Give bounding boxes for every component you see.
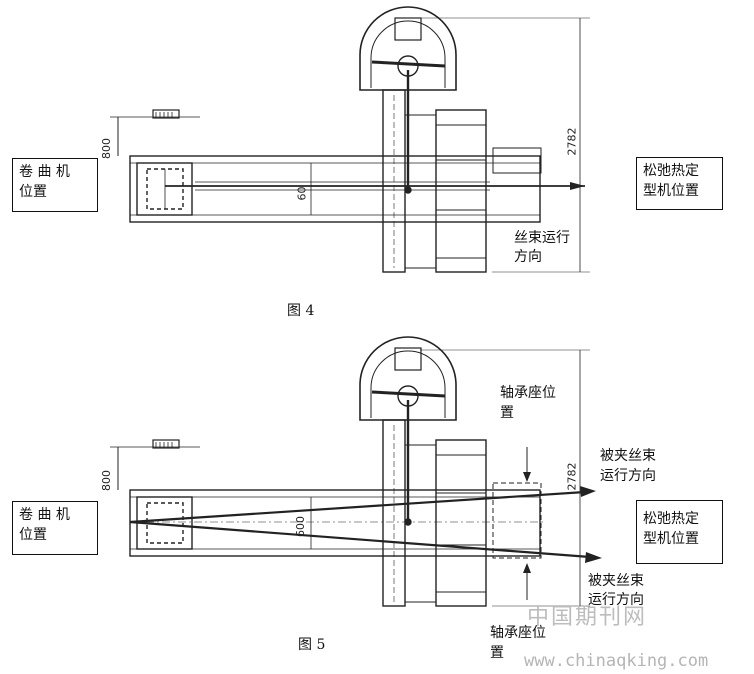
fig5-setter-label-line2: 型机位置 — [643, 531, 699, 547]
fig4-heat-setter-position-box: 松弛热定 型机位置 — [636, 157, 723, 210]
fig4-dim-2782: 2782 — [565, 127, 579, 156]
fig5-bearing-bottom-line1: 轴承座位 — [490, 625, 546, 641]
fig5-setter-label-line1: 松弛热定 — [643, 511, 699, 527]
fig5-bearing-bottom-line2: 置 — [490, 645, 504, 661]
fig5-winder-position-box: 卷 曲 机 位置 — [12, 501, 98, 555]
fig4-dim-800: 800 — [100, 138, 113, 159]
fig4-winder-position-box: 卷 曲 机 位置 — [12, 158, 98, 212]
fig4-setter-label-line1: 松弛热定 — [643, 163, 699, 179]
watermark-cn: 中国期刊网 — [527, 605, 648, 630]
fig5-clamped-bottom-line2: 运行方向 — [588, 592, 644, 608]
fig4-setter-label-line2: 型机位置 — [643, 183, 699, 199]
fig4-direction-label-line1: 丝束运行 — [514, 230, 570, 246]
fig4-winder-label-line1: 卷 曲 机 — [19, 164, 70, 180]
fig4-dim-60: 60 — [295, 186, 309, 201]
fig5-bearing-top-line1: 轴承座位 — [500, 385, 556, 401]
fig5-dim-2782: 2782 — [565, 462, 579, 491]
fig5-dim-600: 600 — [294, 516, 307, 537]
fig4-winder-label-line2: 位置 — [19, 184, 47, 200]
fig5-bearing-top-line2: 置 — [500, 405, 514, 421]
fig5-caption: 图 5 — [298, 637, 326, 653]
fig5-heat-setter-position-box: 松弛热定 型机位置 — [636, 500, 723, 564]
fig5-dim-800: 800 — [100, 470, 113, 491]
fig4-caption: 图 4 — [287, 303, 315, 319]
fig5-winder-label-line1: 卷 曲 机 — [19, 507, 70, 523]
fig4-direction-label-line2: 方向 — [514, 249, 542, 265]
fig5-clamped-top-line2: 运行方向 — [600, 468, 656, 484]
fig5-winder-label-line2: 位置 — [19, 527, 47, 543]
fig5-clamped-top-line1: 被夹丝束 — [600, 448, 656, 464]
watermark-url: www.chinaqking.com — [524, 651, 709, 671]
fig5-clamped-bottom-line1: 被夹丝束 — [588, 573, 644, 589]
